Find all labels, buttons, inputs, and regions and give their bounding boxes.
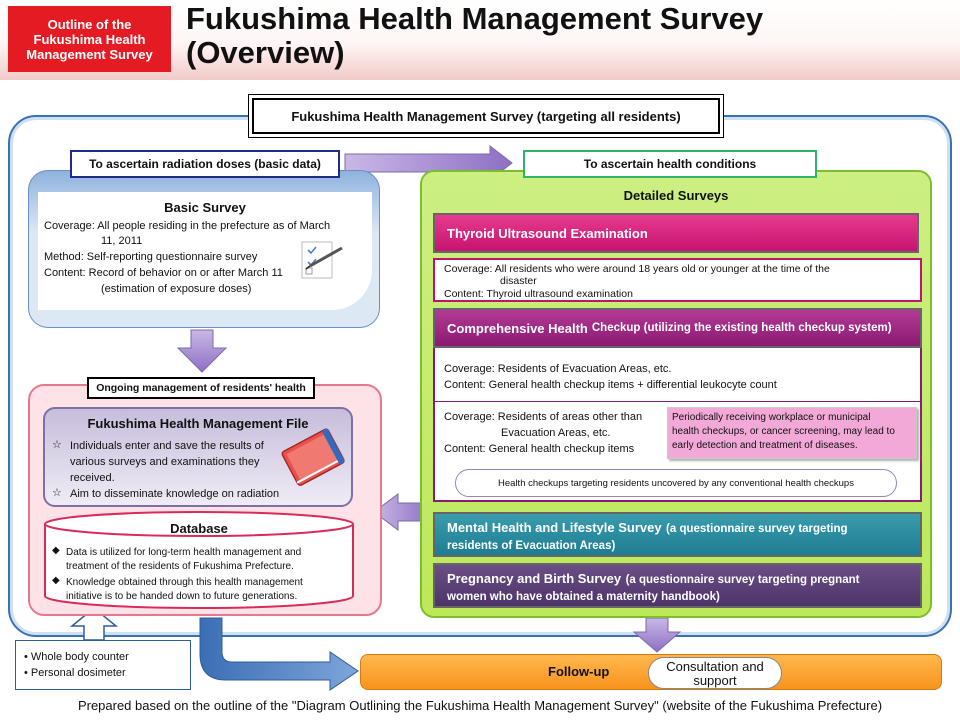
arrow-blue-followup [199,617,359,691]
thyroid-coverage-line2: disaster [500,275,537,287]
thyroid-detail-box [433,258,922,302]
comprehensive-other-coverage-line1: Coverage: Residents of areas other than [444,411,643,423]
header-tag: Outline of the Fukushima Health Manageme… [8,6,171,72]
basic-content-line1: Content: Record of behavior on or after … [44,267,283,279]
basic-content-line2: (estimation of exposure doses) [101,283,252,295]
measurement-devices-box: • Whole body counter • Personal dosimete… [15,640,191,690]
mental-health-title-rest: (a questionnaire survey targeting [666,523,848,535]
db-item2-line2: initiative is to be handed down to futur… [66,591,298,602]
health-checkup-note-line2: health checkups, or cancer screening, ma… [672,426,895,437]
health-checkup-note-line1: Periodically receiving workplace or muni… [672,412,871,423]
detailed-surveys-heading: Detailed Surveys [623,188,729,203]
label-health-conditions-text: To ascertain health conditions [583,157,757,171]
device-personal-dosimeter: Personal dosimeter [30,667,126,679]
health-checkup-note: Periodically receiving workplace or muni… [667,407,917,459]
database-heading: Database [170,521,228,536]
device-whole-body-counter: Whole body counter [30,651,129,663]
health-file-item1-line1: Individuals enter and save the results o… [70,440,264,452]
pregnancy-title-rest: (a questionnaire survey targeting pregna… [625,574,860,586]
basic-coverage-line2: 11, 2011 [101,235,143,247]
comprehensive-title-bold: Comprehensive Health [447,320,588,336]
label-ongoing-management: Ongoing management of residents' health [87,377,315,399]
arrow-down-followup [632,617,682,653]
arrow-up-devices [69,607,119,641]
pregnancy-title-bold: Pregnancy and Birth Survey [447,571,622,586]
star-icon: ☆ [52,487,62,499]
db-item1-line2: treatment of the residents of Fukushima … [66,561,294,572]
comprehensive-evac-coverage: Coverage: Residents of Evacuation Areas,… [444,363,672,375]
consultation-line1: Consultation and [666,659,764,674]
thyroid-title: Thyroid Ultrasound Examination [447,225,648,241]
consultation-support-pill: Consultation and support [648,657,782,689]
database-cylinder [44,511,354,609]
label-radiation-doses: To ascertain radiation doses (basic data… [70,150,340,178]
page-title: Fukushima Health Management Survey (Over… [186,2,886,70]
follow-up-label: Follow-up [548,664,610,679]
health-checkup-note-line3: early detection and treatment of disease… [672,440,858,451]
comprehensive-other-content: Content: General health checkup items [444,443,635,455]
label-ongoing-management-text: Ongoing management of residents' health [96,382,306,394]
survey-title: Fukushima Health Management Survey (targ… [291,108,681,124]
comprehensive-title-rest: Checkup (utilizing the existing health c… [591,322,892,334]
header-tag-line1: Outline of the [47,16,132,32]
health-file-item1-line3: received. [70,472,115,484]
comprehensive-divider [433,401,922,402]
comprehensive-title-bar: Comprehensive Health Checkup (utilizing … [433,308,922,348]
notebook-icon [281,428,345,486]
thyroid-content: Content: Thyroid ultrasound examination [444,288,633,300]
mental-health-title-bold: Mental Health and Lifestyle Survey [447,520,662,535]
thyroid-title-bar: Thyroid Ultrasound Examination [433,213,919,253]
bullet-icon: • [24,667,28,679]
diamond-icon: ◆ [52,545,60,556]
pregnancy-title-line2: women who have obtained a maternity hand… [447,591,720,603]
header-tag-line3: Management Survey [26,46,153,62]
basic-method: Method: Self-reporting questionnaire sur… [44,251,258,263]
db-item2-line1: Knowledge obtained through this health m… [66,577,303,588]
health-file-item1-line2: various surveys and examinations they [70,456,260,468]
pregnancy-birth-bar: Pregnancy and Birth Survey (a questionna… [433,563,922,608]
arrow-down-basic [176,329,228,373]
label-health-conditions: To ascertain health conditions [523,150,817,178]
survey-title-box: Fukushima Health Management Survey (targ… [252,98,720,134]
label-radiation-doses-text: To ascertain radiation doses (basic data… [89,157,321,171]
consultation-line2: support [693,673,737,688]
uncovered-checkups-pill: Health checkups targeting residents unco… [455,469,897,497]
star-icon: ☆ [52,439,62,451]
mental-health-bar: Mental Health and Lifestyle Survey (a qu… [433,512,922,557]
health-file-item2: Aim to disseminate knowledge on radiatio… [70,488,280,500]
uncovered-checkups-text: Health checkups targeting residents unco… [498,477,854,489]
mental-health-title-line2: residents of Evacuation Areas) [447,540,616,552]
thyroid-coverage-line1: Coverage: All residents who were around … [444,263,830,275]
comprehensive-evac-content: Content: General health checkup items + … [444,379,777,391]
db-item1-line1: Data is utilized for long-term health ma… [66,547,302,558]
comprehensive-other-coverage-line2: Evacuation Areas, etc. [501,427,611,439]
page-title-line2: (Overview) [186,35,345,70]
basic-coverage-line1: Coverage: All people residing in the pre… [44,220,331,232]
diamond-icon: ◆ [52,575,60,586]
health-file-heading: Fukushima Health Management File [87,416,309,431]
bullet-icon: • [24,651,28,663]
page-title-line1: Fukushima Health Management Survey [186,1,764,36]
basic-survey-heading: Basic Survey [164,200,246,215]
source-footnote: Prepared based on the outline of the "Di… [77,698,883,713]
pen-checklist-icon [301,241,343,279]
header-tag-line2: Fukushima Health [33,31,146,47]
